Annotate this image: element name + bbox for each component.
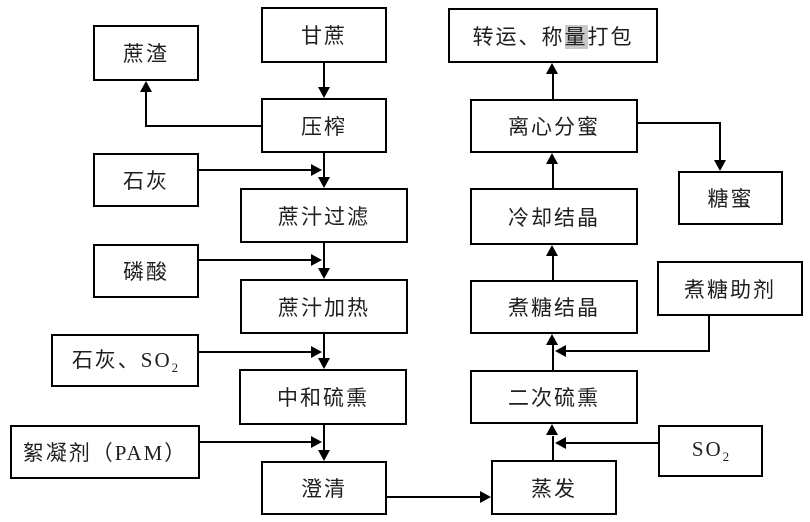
connector-limeso2-junction xyxy=(199,351,312,353)
node-label: 石灰 xyxy=(123,169,169,193)
node-label: 石灰、SO2 xyxy=(71,348,179,376)
node-boiling-crystallization: 煮糖结晶 xyxy=(470,280,638,334)
connector-pressing-filtration xyxy=(323,153,325,178)
node-label: 转运、称量打包 xyxy=(472,24,634,49)
node-label: 蔗汁加热 xyxy=(278,295,370,320)
arrowhead-up-icon xyxy=(546,153,558,164)
node-label: 糖蜜 xyxy=(707,187,754,211)
node-label: 絮凝剂（PAM） xyxy=(22,441,188,465)
node-clarification: 澄清 xyxy=(261,461,387,515)
node-transfer-weighing-packing: 转运、称量打包 xyxy=(448,8,658,63)
connector-heating-neutralization xyxy=(323,334,325,359)
connector-filtration-heating xyxy=(323,243,325,269)
connector-centrifugal-molasses-v xyxy=(719,122,721,160)
node-evaporation: 蒸发 xyxy=(491,460,617,515)
connector-evaporation-secondary xyxy=(552,436,554,460)
connector-secondary-boiling xyxy=(552,345,554,370)
connector-boiling-cooling xyxy=(552,256,554,280)
node-secondary-sulfitation: 二次硫熏 xyxy=(470,370,638,424)
connector-neutralization-clarification xyxy=(323,425,325,450)
arrowhead-down-icon xyxy=(318,268,330,279)
node-cooling-crystallization: 冷却结晶 xyxy=(470,188,638,245)
node-label: 中和硫熏 xyxy=(277,386,369,410)
node-bagasse: 蔗渣 xyxy=(93,25,199,81)
connector-boilingaid-elbow-v xyxy=(708,316,710,352)
connector-centrifugal-molasses-h xyxy=(638,122,721,124)
node-label: 蒸发 xyxy=(531,476,577,501)
connector-pressing-bagasse-v xyxy=(145,92,147,127)
arrowhead-right-icon xyxy=(311,346,322,358)
node-lime: 石灰 xyxy=(93,153,199,207)
node-neutralization-sulfitation: 中和硫熏 xyxy=(239,369,407,425)
connector-boilingaid-junction xyxy=(566,350,710,352)
node-label: SO2 xyxy=(691,436,730,465)
connector-cooling-centrifugal xyxy=(552,164,554,188)
connector-pam-junction xyxy=(200,441,312,443)
node-label: 蔗汁过滤 xyxy=(278,204,370,229)
node-flocculant-pam: 絮凝剂（PAM） xyxy=(10,425,200,479)
node-label: 甘蔗 xyxy=(301,24,347,48)
arrowhead-left-icon xyxy=(555,345,566,357)
node-label: 煮糖结晶 xyxy=(508,296,600,320)
node-label: 磷酸 xyxy=(123,260,169,284)
node-phosphoric-acid: 磷酸 xyxy=(93,244,199,298)
node-so2: SO2 xyxy=(658,425,763,477)
connector-so2-junction xyxy=(566,442,658,444)
connector-phosphoric-junction xyxy=(199,259,312,261)
arrowhead-right-icon xyxy=(311,164,322,176)
arrowhead-up-icon xyxy=(140,81,152,92)
arrowhead-down-icon xyxy=(318,87,330,98)
connector-lime-junction xyxy=(199,169,312,171)
connector-sugarcane-pressing xyxy=(323,63,325,88)
arrowhead-up-icon xyxy=(546,63,558,74)
arrowhead-down-icon xyxy=(318,177,330,188)
arrowhead-down-icon xyxy=(318,450,330,461)
node-label: 澄清 xyxy=(301,477,347,501)
highlighted-char: 量 xyxy=(564,24,588,49)
arrowhead-down-icon xyxy=(318,358,330,369)
node-molasses: 糖蜜 xyxy=(678,171,783,225)
node-pressing: 压榨 xyxy=(261,98,387,153)
node-boiling-aid: 煮糖助剂 xyxy=(657,261,803,316)
connector-centrifugal-transfer xyxy=(552,74,554,99)
arrowhead-up-icon xyxy=(546,245,558,256)
node-label: 冷却结晶 xyxy=(508,205,600,230)
node-lime-so2: 石灰、SO2 xyxy=(51,334,199,387)
arrowhead-left-icon xyxy=(555,437,566,449)
node-label: 离心分蜜 xyxy=(508,115,600,139)
node-centrifugal-separation: 离心分蜜 xyxy=(470,99,638,153)
arrowhead-up-icon xyxy=(546,334,558,345)
arrowhead-right-icon xyxy=(480,491,491,503)
node-juice-heating: 蔗汁加热 xyxy=(240,279,408,334)
node-juice-filtration: 蔗汁过滤 xyxy=(240,188,408,243)
node-label: 蔗渣 xyxy=(123,42,169,66)
node-label: 二次硫熏 xyxy=(508,386,600,410)
arrowhead-right-icon xyxy=(311,436,322,448)
node-sugarcane: 甘蔗 xyxy=(261,7,387,63)
node-label: 煮糖助剂 xyxy=(684,277,776,302)
node-label: 压榨 xyxy=(301,114,347,139)
arrowhead-down-icon xyxy=(714,160,726,171)
connector-pressing-bagasse-h xyxy=(145,125,263,127)
arrowhead-right-icon xyxy=(311,254,322,266)
arrowhead-up-icon xyxy=(546,424,558,435)
connector-clarification-evaporation xyxy=(387,496,481,498)
